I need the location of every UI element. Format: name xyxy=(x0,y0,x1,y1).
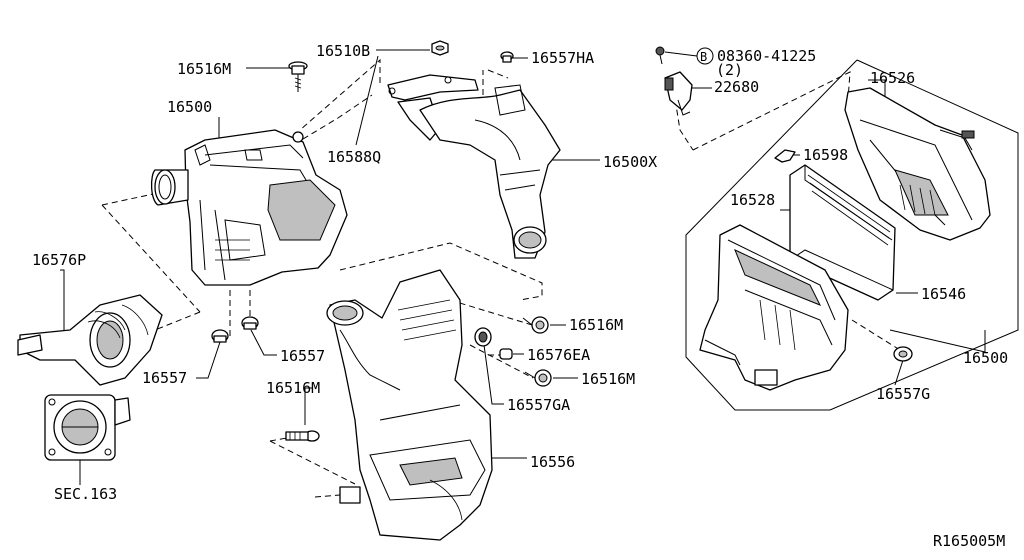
assembly-group-outline xyxy=(685,59,1019,411)
air-duct-16500X xyxy=(419,84,561,259)
callout-16510B: 16510B xyxy=(316,42,370,60)
air-hose-16576P xyxy=(17,294,163,386)
callout-16557GA: 16557GA xyxy=(507,396,570,414)
clip-16576EA xyxy=(499,348,513,360)
mass-air-flow-sensor-22680 xyxy=(664,71,693,116)
callout-16500X: 16500X xyxy=(603,153,657,171)
bolt-16516M-low xyxy=(524,369,552,387)
clip-16598 xyxy=(774,149,796,163)
bolt-16516M-mid xyxy=(522,316,549,334)
callout-16576P: 16576P xyxy=(32,251,86,269)
grommet-16557GA xyxy=(474,327,492,347)
bolt-08360-41225 xyxy=(655,46,665,65)
callout-16557HA: 16557HA xyxy=(531,49,594,67)
callout-16556: 16556 xyxy=(530,453,575,471)
callout-08360-41225: 08360-41225 xyxy=(717,47,816,65)
callout-16576EA: 16576EA xyxy=(527,346,590,364)
callout-22680: 22680 xyxy=(714,78,759,96)
callout-16516M-low: 16516M xyxy=(581,370,635,388)
callout-16500-right: 16500 xyxy=(963,349,1008,367)
diagram-reference-code: R165005M xyxy=(933,532,1005,550)
callout-16528: 16528 xyxy=(730,191,775,209)
air-cleaner-cover-16526 xyxy=(844,87,991,241)
callout-16557-left: 16557 xyxy=(142,369,187,387)
bolt-16516M-top xyxy=(288,61,308,92)
callout-16516M-mid: 16516M xyxy=(569,316,623,334)
grommet-16557-right xyxy=(241,316,259,330)
resonator-duct-16556 xyxy=(326,269,493,541)
callout-16588Q: 16588Q xyxy=(327,148,381,166)
callout-08360-qty: (2) xyxy=(716,61,743,79)
air-cleaner-16500-left xyxy=(150,129,348,286)
callout-16516M-lower: 16516M xyxy=(266,379,320,397)
callout-16546: 16546 xyxy=(921,285,966,303)
callout-16500-left: 16500 xyxy=(167,98,212,116)
callout-16557-right: 16557 xyxy=(280,347,325,365)
bolt-marker-letter: B xyxy=(700,50,707,64)
callout-16557G: 16557G xyxy=(876,385,930,403)
callout-16598: 16598 xyxy=(803,146,848,164)
throttle-body-sec-163 xyxy=(44,394,131,461)
bolt-marker-b: B xyxy=(696,47,714,65)
callout-sec-163: SEC.163 xyxy=(54,485,117,503)
bolt-16516M-lower xyxy=(285,430,320,442)
grommet-16557G xyxy=(893,346,913,362)
air-cleaner-case-16528 xyxy=(699,224,849,391)
nut-16510B xyxy=(431,40,449,56)
grommet-16557HA xyxy=(500,51,514,63)
callout-16516M-top: 16516M xyxy=(177,60,231,78)
callout-16526: 16526 xyxy=(870,69,915,87)
grommet-16557-left xyxy=(211,329,229,343)
